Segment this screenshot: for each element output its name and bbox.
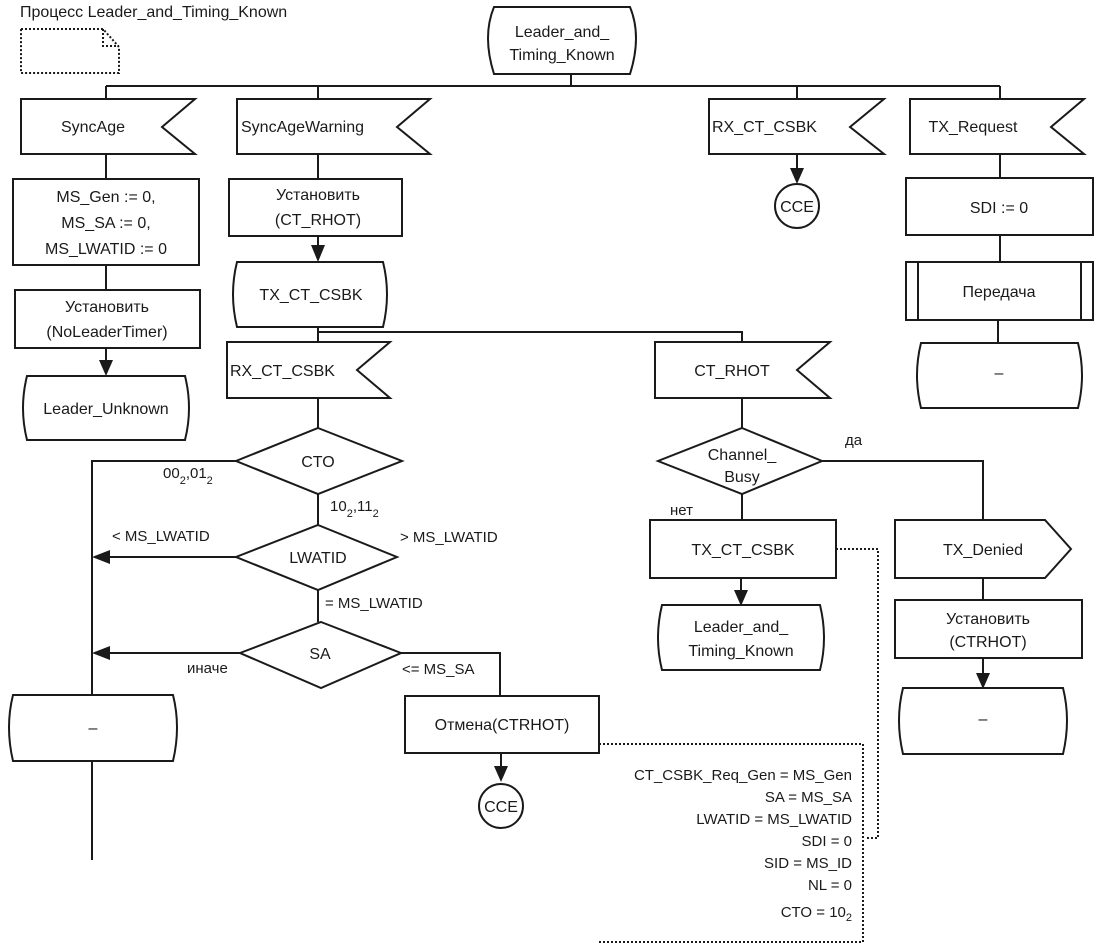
decision-lwatid[interactable]: LWATID <box>233 523 400 592</box>
svg-text:TX_Request: TX_Request <box>929 119 1018 136</box>
svg-text:TX_CT_CSBK: TX_CT_CSBK <box>259 287 362 304</box>
svg-text:–: – <box>979 711 988 728</box>
svg-text:CT_CSBK_Req_Gen = MS_Gen: CT_CSBK_Req_Gen = MS_Gen <box>634 767 852 784</box>
svg-text:SyncAge: SyncAge <box>61 119 125 136</box>
comment-bracket <box>597 743 864 943</box>
arrowhead-icon <box>99 360 113 376</box>
svg-text:CCE: CCE <box>780 199 814 216</box>
comment-block: CT_CSBK_Req_Gen = MS_Gen SA = MS_SA LWAT… <box>634 767 852 924</box>
label-cto-00-01: 002,012 <box>163 465 213 487</box>
svg-text:SyncAgeWarning: SyncAgeWarning <box>241 119 364 136</box>
svg-text:LWATID = MS_LWATID: LWATID = MS_LWATID <box>696 811 852 828</box>
comment-link <box>836 548 879 839</box>
svg-text:RX_CT_CSBK: RX_CT_CSBK <box>230 363 335 380</box>
svg-text:SDI = 0: SDI = 0 <box>802 833 852 850</box>
svg-text:Leader_and_: Leader_and_ <box>515 24 610 41</box>
svg-text:Leader_and_: Leader_and_ <box>694 619 789 636</box>
label-sa-le: <= MS_SA <box>402 661 475 678</box>
decision-channel-busy[interactable]: Channel_ Busy <box>655 426 825 496</box>
arrowhead-icon <box>92 550 110 564</box>
label-cto-10-11: 102,112 <box>330 498 379 520</box>
input-tx-request[interactable]: TX_Request <box>909 98 1087 155</box>
decision-sa[interactable]: SA <box>237 620 404 690</box>
svg-text:LWATID: LWATID <box>289 550 346 567</box>
svg-text:RX_CT_CSBK: RX_CT_CSBK <box>712 119 817 136</box>
svg-text:MS_LWATID := 0: MS_LWATID := 0 <box>45 241 167 258</box>
flow-line <box>401 652 501 696</box>
svg-text:MS_Gen := 0,: MS_Gen := 0, <box>56 189 155 206</box>
label-no: нет <box>670 502 693 519</box>
set-ctrhot[interactable]: Установить (CTRHOT) <box>894 599 1083 659</box>
svg-text:MS_SA := 0,: MS_SA := 0, <box>61 215 150 232</box>
svg-text:Timing_Known: Timing_Known <box>688 643 793 660</box>
decision-cto[interactable]: CTO <box>233 426 405 496</box>
svg-text:SID = MS_ID: SID = MS_ID <box>764 855 852 872</box>
arrowhead-icon <box>311 245 325 262</box>
arrowhead-icon <box>734 590 748 606</box>
svg-text:SDI := 0: SDI := 0 <box>970 200 1028 217</box>
svg-text:TX_CT_CSBK: TX_CT_CSBK <box>691 542 794 559</box>
svg-text:CTO = 102: CTO = 102 <box>781 904 852 924</box>
state-leader-and-timing-known-next[interactable]: Leader_and_ Timing_Known <box>657 604 825 671</box>
label-lwatid-less: < MS_LWATID <box>112 528 210 545</box>
process-title: Процесс Leader_and_Timing_Known <box>20 4 287 21</box>
flow-line <box>822 460 984 520</box>
arrowhead-icon <box>976 673 990 689</box>
svg-text:–: – <box>995 365 1004 382</box>
svg-text:(CTRHOT): (CTRHOT) <box>949 634 1026 651</box>
svg-text:Установить: Установить <box>65 299 149 316</box>
start-state[interactable]: Leader_and_ Timing_Known <box>487 6 637 75</box>
task-sdi[interactable]: SDI := 0 <box>905 177 1094 236</box>
svg-text:–: – <box>89 720 98 737</box>
svg-text:Передача: Передача <box>963 284 1036 301</box>
svg-text:Отмена(CTRHOT): Отмена(CTRHOT) <box>435 717 570 734</box>
branch-bus-2 <box>317 327 743 342</box>
svg-text:SA = MS_SA: SA = MS_SA <box>765 789 852 806</box>
label-yes: да <box>845 432 863 449</box>
connector-cce-bottom[interactable]: CCE <box>478 783 524 829</box>
input-ct-rhot[interactable]: CT_RHOT <box>654 341 833 399</box>
state-tx-ct-csbk[interactable]: TX_CT_CSBK <box>232 261 388 328</box>
arrowhead-icon <box>494 766 508 782</box>
output-tx-denied[interactable]: TX_Denied <box>894 519 1073 579</box>
state-dash-right-bottom[interactable]: – <box>898 687 1068 755</box>
svg-text:Channel_: Channel_ <box>708 447 778 464</box>
svg-text:Busy: Busy <box>724 469 760 486</box>
input-rx-ct-csbk[interactable]: RX_CT_CSBK <box>708 98 887 155</box>
branch-bus <box>105 74 1001 99</box>
svg-text:Timing_Known: Timing_Known <box>509 47 614 64</box>
page-symbol-icon <box>20 28 120 74</box>
procedure-transmit[interactable]: Передача <box>905 261 1094 321</box>
label-lwatid-greater: > MS_LWATID <box>400 529 498 546</box>
set-noleadertimer[interactable]: Установить (NoLeaderTimer) <box>14 289 201 349</box>
output-tx-ct-csbk[interactable]: TX_CT_CSBK <box>649 519 837 579</box>
svg-text:CTO: CTO <box>301 454 334 471</box>
input-rx-ct-csbk-sub[interactable]: RX_CT_CSBK <box>226 341 393 399</box>
svg-text:NL = 0: NL = 0 <box>808 877 852 894</box>
label-lwatid-equal: = MS_LWATID <box>325 595 423 612</box>
svg-text:CCE: CCE <box>484 799 518 816</box>
connector-cce-top[interactable]: CCE <box>774 183 820 229</box>
label-sa-else: иначе <box>187 660 228 677</box>
svg-text:Leader_Unknown: Leader_Unknown <box>43 401 168 418</box>
svg-text:Установить: Установить <box>276 187 360 204</box>
arrowhead-icon <box>92 646 110 660</box>
svg-text:CT_RHOT: CT_RHOT <box>694 363 770 380</box>
input-syncagewarning[interactable]: SyncAgeWarning <box>236 98 433 155</box>
arrowhead-icon <box>790 168 804 184</box>
state-dash-left[interactable]: – <box>8 694 178 762</box>
task-reset-vars[interactable]: MS_Gen := 0, MS_SA := 0, MS_LWATID := 0 <box>12 178 200 266</box>
svg-text:TX_Denied: TX_Denied <box>943 542 1023 559</box>
state-dash-right-top[interactable]: – <box>916 342 1083 409</box>
svg-text:SA: SA <box>309 646 331 663</box>
svg-text:(CT_RHOT): (CT_RHOT) <box>275 212 361 229</box>
svg-text:Установить: Установить <box>946 611 1030 628</box>
reset-ctrhot[interactable]: Отмена(CTRHOT) <box>404 695 600 754</box>
set-ct-rhot[interactable]: Установить (CT_RHOT) <box>228 178 403 237</box>
input-syncage[interactable]: SyncAge <box>20 98 198 155</box>
state-leader-unknown[interactable]: Leader_Unknown <box>22 375 190 441</box>
svg-text:(NoLeaderTimer): (NoLeaderTimer) <box>46 324 167 341</box>
